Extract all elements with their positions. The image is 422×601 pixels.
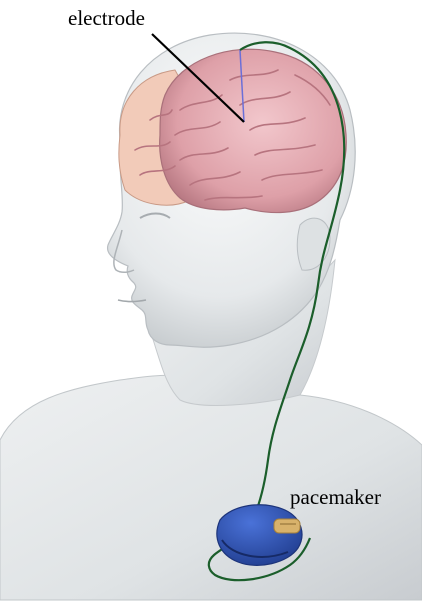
pacemaker-label: pacemaker bbox=[290, 487, 381, 508]
pacemaker-connector bbox=[274, 519, 300, 533]
pacemaker-device bbox=[217, 505, 302, 566]
brain bbox=[160, 49, 347, 212]
electrode-label: electrode bbox=[68, 8, 145, 29]
